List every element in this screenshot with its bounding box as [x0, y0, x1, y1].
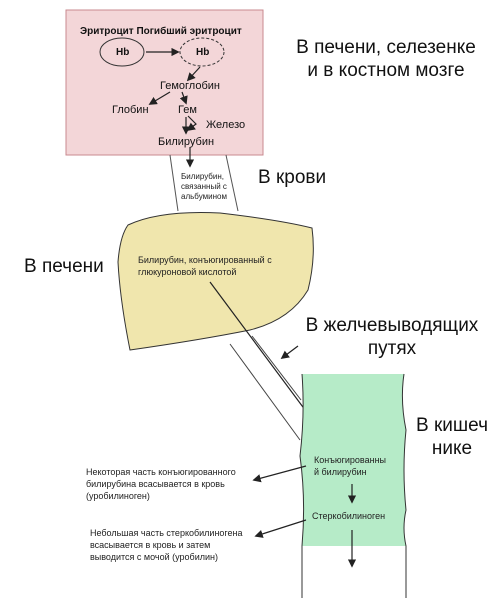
to-globin-arrow	[148, 91, 171, 105]
urobilin-arrow	[254, 519, 307, 538]
hb-right-label: Hb	[196, 47, 210, 58]
globin-label: Глобин	[112, 104, 149, 116]
heme-label: Гем	[178, 104, 197, 116]
blood-channel-right	[225, 154, 239, 212]
urobilinogen-note: Некоторая часть конъюгированного билируб…	[86, 467, 236, 501]
stercobilinogen-label: Стеркобилиноген	[312, 511, 386, 521]
intestine-right-wall	[401, 373, 407, 598]
hemoglobin-label: Гемоглобин	[160, 80, 220, 92]
hb-left-ellipse	[99, 37, 145, 67]
spleen-process-box	[65, 9, 264, 156]
intestine-conjugated-label: Конъюгированны й билирубин	[314, 455, 387, 477]
hb-left-label: Hb	[116, 47, 130, 58]
blood-channel-left	[169, 154, 179, 212]
hb-right-ellipse	[179, 37, 225, 67]
intestine-shape	[300, 374, 406, 546]
bile-ducts-label: В желчевыводящих путях	[305, 315, 479, 359]
iron-label: Железо	[206, 119, 246, 131]
to-iron-arrow	[186, 115, 197, 132]
organs-label: В печени, селезенке и в костном мозге	[296, 37, 476, 81]
bilirubin-label: Билирубин	[158, 136, 215, 148]
liver-to-intestine-arrow	[209, 281, 322, 432]
urobilin-note: Небольшая часть стеркобилиногена всасыва…	[90, 528, 243, 562]
albumin-note: Билирубин, связанный с альбумином	[181, 172, 227, 201]
liver-shape	[117, 212, 314, 351]
bile-ducts-pointer-arrow	[280, 345, 299, 360]
erythrocyte-header: Эритроцит Погибший эритроцит	[80, 26, 242, 37]
conjugated-bilirubin-note: Билирубин, конъюгированный с глюкуроново…	[138, 255, 272, 277]
liver-label: В печени	[24, 256, 104, 277]
bile-duct-line-1	[229, 343, 301, 441]
to-heme-arrow	[179, 91, 188, 105]
urobilinogen-arrow	[252, 465, 307, 483]
bile-duct-line-2	[251, 335, 302, 401]
intestine-label: В кишеч нике	[416, 415, 488, 459]
intestine-left-wall	[299, 373, 305, 598]
hb-to-hemoglobin-arrow	[186, 66, 201, 82]
blood-label: В крови	[258, 167, 327, 188]
